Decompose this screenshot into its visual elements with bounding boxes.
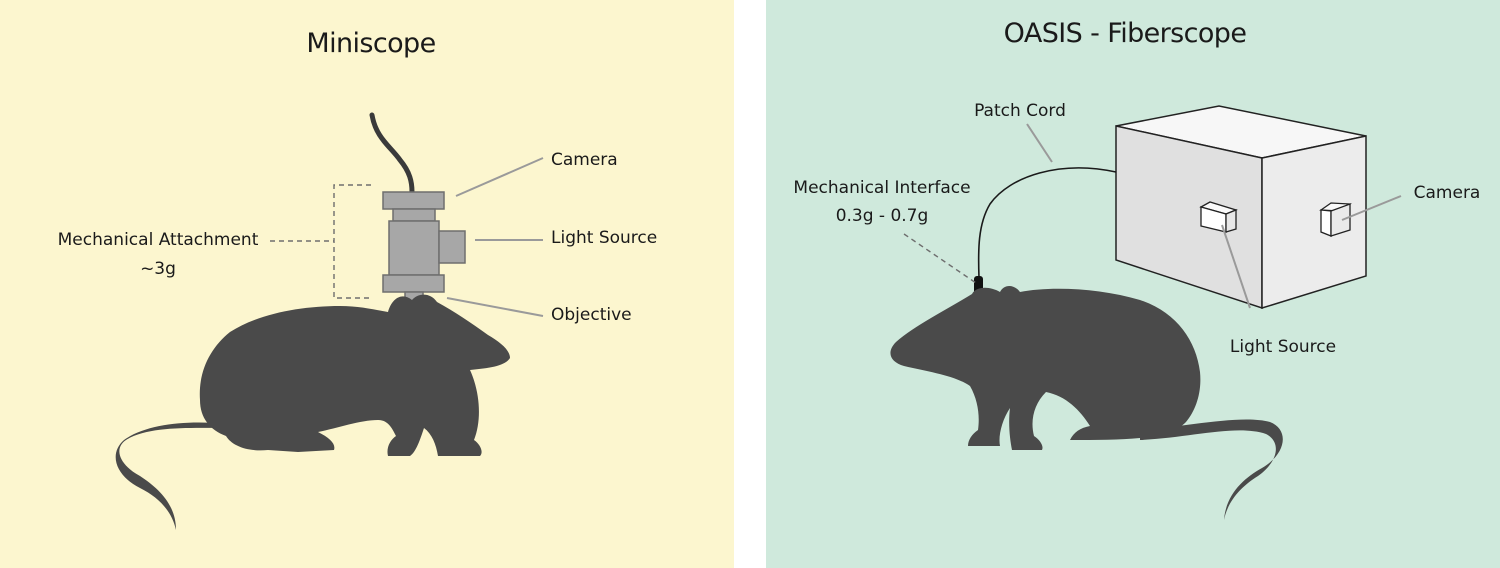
mechanical-interface-leader (903, 233, 977, 284)
mouse-silhouette-right (890, 286, 1283, 520)
fiberscope-title: OASIS - Fiberscope (1004, 18, 1247, 49)
objective-label-left: Objective (551, 305, 632, 325)
fiberscope-box (1115, 105, 1367, 310)
fiberscope-panel: OASIS - Fiberscope (766, 0, 1500, 568)
attachment-weight-label: ~3g (140, 259, 176, 279)
patch-cord (977, 167, 1117, 279)
miniscope-device (382, 191, 466, 313)
camera-leader-right (1341, 195, 1402, 221)
objective-leader-left (446, 297, 544, 317)
camera-label-left: Camera (551, 150, 618, 170)
light-source-label-right: Light Source (1230, 337, 1336, 357)
mouse-silhouette-left (115, 294, 510, 530)
miniscope-cable (369, 112, 415, 195)
camera-label-right: Camera (1414, 183, 1481, 203)
mechanical-attachment-label: Mechanical Attachment (58, 230, 259, 250)
fiberscope-panel-background (766, 0, 1500, 568)
patch-cord-label: Patch Cord (974, 101, 1066, 121)
mechanical-interface-label: Mechanical Interface (793, 178, 970, 198)
patch-cord-leader (1026, 123, 1053, 163)
light-source-label-left: Light Source (551, 228, 657, 248)
miniscope-panel: Miniscope Camera Light Source Objective … (0, 0, 734, 568)
camera-leader-left (455, 157, 544, 197)
miniscope-title: Miniscope (306, 28, 435, 59)
light-source-leader-right (1221, 224, 1251, 309)
light-source-cube (1199, 201, 1238, 233)
miniscope-panel-background (0, 0, 734, 568)
interface-weight-label: 0.3g - 0.7g (836, 206, 929, 226)
camera-cube (1319, 202, 1352, 237)
